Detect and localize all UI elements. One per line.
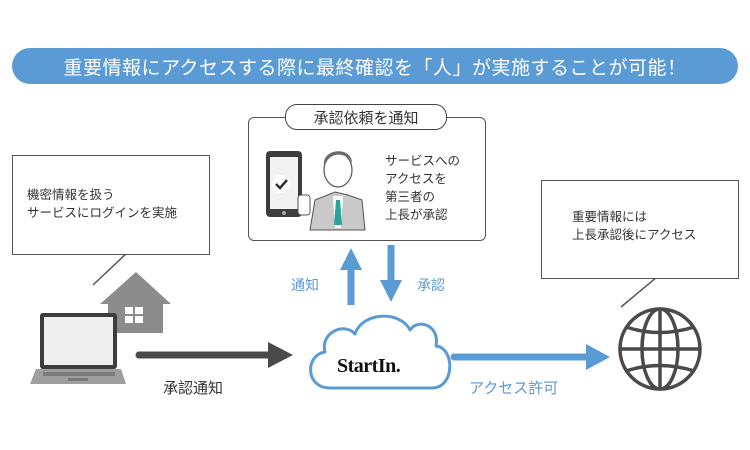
right-bubble-tail — [608, 276, 660, 308]
house-icon — [100, 272, 171, 333]
description-line: サービスへの — [385, 153, 461, 168]
notify-arrow-up — [340, 248, 362, 305]
bubble-line: 重要情報には — [572, 209, 648, 224]
approval-panel-title-text: 承認依頼を通知 — [313, 108, 419, 127]
approval-notice-arrow — [135, 342, 293, 368]
headline-text: 重要情報にアクセスする際に最終確認を「人」が実施することが可能！ — [63, 56, 687, 79]
bubble-line: 機密情報を扱う — [27, 187, 115, 202]
globe-icon — [618, 307, 702, 391]
description-line: アクセスを — [385, 171, 447, 186]
notify-label: 通知 — [291, 278, 319, 294]
access-result-bubble: 重要情報には 上長承認後にアクセス — [541, 180, 739, 279]
user-login-bubble: 機密情報を扱う サービスにログインを実施 — [12, 155, 210, 255]
laptop-icon — [30, 313, 126, 384]
headline-banner: 重要情報にアクセスする際に最終確認を「人」が実施することが可能！ — [12, 48, 738, 84]
cloud-icon — [309, 314, 452, 390]
approve-arrow-down — [380, 245, 402, 302]
left-bubble-tail — [92, 251, 130, 286]
approval-notice-label: 承認通知 — [163, 379, 224, 397]
approve-label: 承認 — [417, 278, 445, 294]
startin-logo: StartIn. — [337, 355, 401, 377]
description-line: 上長が承認 — [385, 207, 448, 222]
bubble-line: 上長承認後にアクセス — [572, 227, 697, 242]
description-line: 第三者の — [385, 189, 436, 204]
approval-panel-title: 承認依頼を通知 — [285, 104, 447, 130]
access-granted-arrow — [450, 344, 610, 370]
access-granted-label: アクセス許可 — [469, 379, 559, 397]
approval-panel-description: サービスへの アクセスを 第三者の 上長が承認 — [385, 152, 460, 224]
bubble-line: サービスにログインを実施 — [27, 205, 178, 220]
